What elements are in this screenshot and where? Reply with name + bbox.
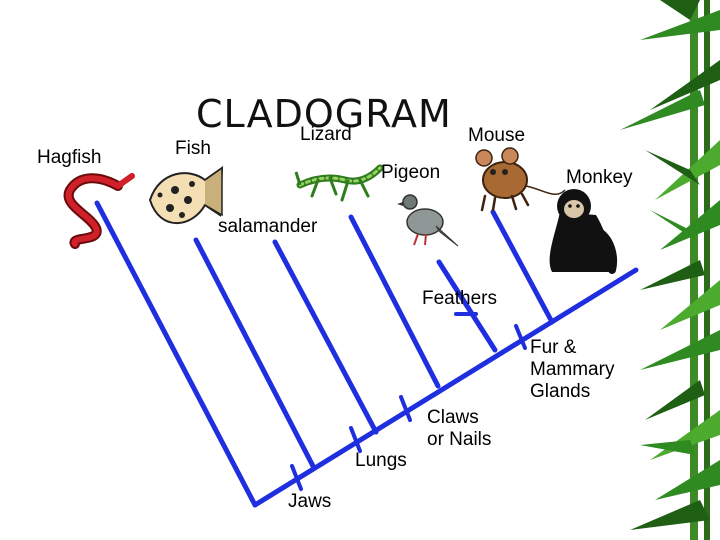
trait-label-claws-nails: Claws or Nails bbox=[427, 407, 491, 451]
taxon-label-lizard: Lizard bbox=[300, 124, 352, 145]
branch-salamander bbox=[272, 239, 379, 435]
branch-pigeon bbox=[436, 259, 498, 353]
cladogram-branches bbox=[94, 200, 639, 508]
tick-jaws bbox=[290, 464, 303, 491]
fish-image bbox=[148, 166, 224, 225]
branch-fish bbox=[193, 237, 317, 471]
branch-lizard bbox=[348, 214, 441, 389]
trait-label-fur-mammary: Fur & Mammary Glands bbox=[530, 337, 614, 403]
trait-label-claws-line2: or Nails bbox=[427, 429, 492, 450]
taxon-label-salamander: salamander bbox=[218, 216, 318, 237]
branch-hagfish bbox=[94, 200, 258, 508]
trait-label-jaws: Jaws bbox=[288, 491, 332, 512]
tick-fur bbox=[514, 324, 527, 350]
monkey-image bbox=[549, 189, 618, 274]
hagfish-image bbox=[63, 173, 135, 249]
tick-claws bbox=[399, 395, 412, 422]
trait-ticks bbox=[290, 312, 527, 491]
taxon-label-mouse: Mouse bbox=[468, 125, 526, 146]
trait-label-feathers: Feathers bbox=[422, 288, 497, 309]
trait-label-claws-line1: Claws bbox=[427, 407, 479, 428]
trait-label-fur-line3: Glands bbox=[530, 381, 591, 402]
trait-label-lungs: Lungs bbox=[355, 450, 407, 471]
trait-label-fur-line1: Fur & bbox=[530, 337, 577, 358]
bamboo-decoration bbox=[620, 0, 720, 540]
taxon-label-pigeon: Pigeon bbox=[381, 162, 441, 183]
branch-mouse bbox=[490, 209, 555, 325]
page-title: CLADOGRAM bbox=[196, 92, 452, 136]
pigeon-image bbox=[397, 194, 459, 247]
trait-label-fur-line2: Mammary bbox=[530, 359, 615, 380]
lizard-image bbox=[294, 164, 384, 202]
taxon-label-monkey: Monkey bbox=[566, 167, 633, 188]
taxon-label-fish: Fish bbox=[175, 138, 211, 159]
mouse-image bbox=[475, 147, 566, 212]
taxon-label-hagfish: Hagfish bbox=[37, 147, 102, 168]
main-trunk bbox=[252, 267, 639, 508]
tick-lungs bbox=[349, 426, 362, 453]
